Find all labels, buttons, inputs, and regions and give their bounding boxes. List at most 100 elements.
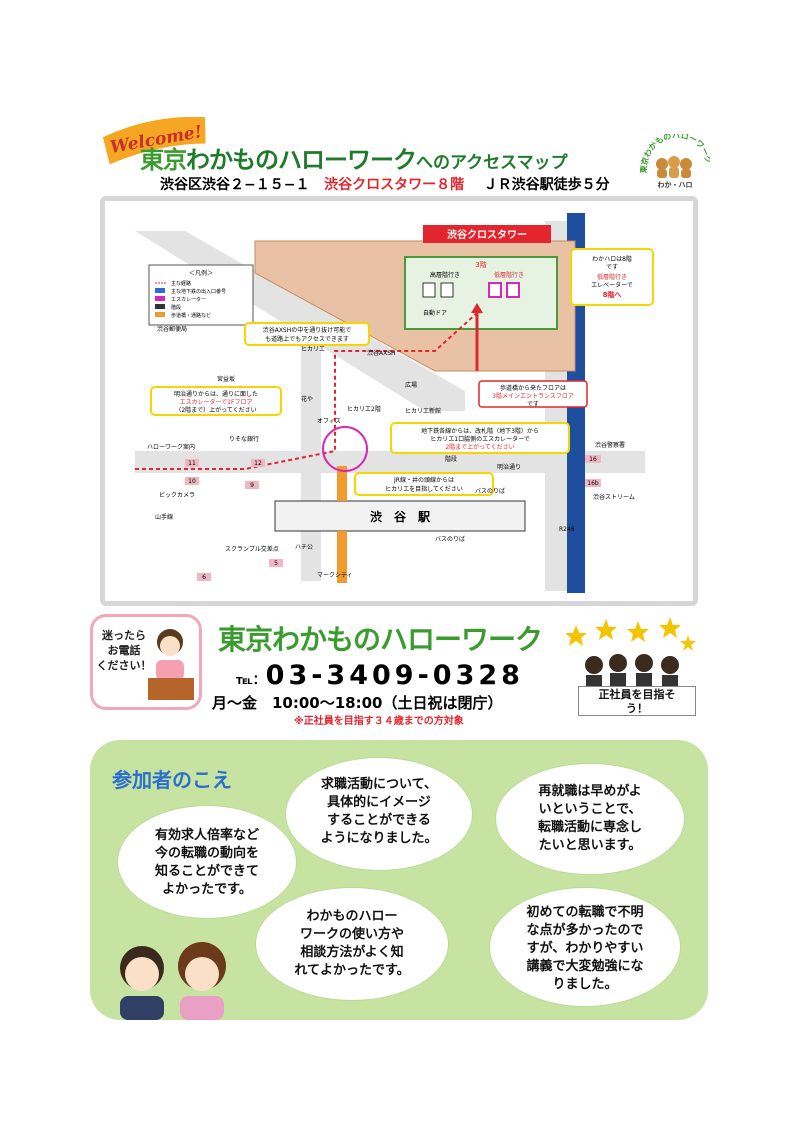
hikarie-escalator-marker bbox=[322, 426, 368, 472]
svg-text:明治通り: 明治通り bbox=[497, 463, 521, 471]
voice-bubble-1 bbox=[118, 806, 296, 918]
svg-text:ヒカリエ1口脇側のエスカレーターで: ヒカリエ1口脇側のエスカレーターで bbox=[430, 435, 529, 443]
svg-text:R246: R246 bbox=[559, 526, 575, 533]
callout-jr: JR線・井の頭線からは ヒカリエを目指してください bbox=[354, 472, 494, 496]
svg-text:16b: 16b bbox=[587, 480, 599, 487]
svg-text:12: 12 bbox=[254, 460, 262, 467]
svg-text:りそな銀行: りそな銀行 bbox=[229, 435, 259, 443]
callout-tower: わかハロは8階 です 低層階行き エレベーターで 8階へ bbox=[570, 248, 654, 306]
elevator-icons bbox=[422, 282, 520, 298]
man-icon bbox=[120, 946, 164, 1020]
svg-text:スクランブル交差点: スクランブル交差点 bbox=[225, 545, 279, 553]
tower-label-bg bbox=[423, 225, 551, 243]
svg-text:JR線・井の頭線からは: JR線・井の頭線からは bbox=[393, 476, 454, 484]
stars-icon bbox=[566, 617, 696, 651]
callout-axsh: 渋谷AXSHの中を通り抜け可能で も道路上でもアクセスできます bbox=[244, 322, 370, 346]
address: 渋谷区渋谷２−１５−１ bbox=[160, 177, 310, 193]
office-hours: 月〜金 10:00〜18:00（土日祝は閉庁） bbox=[212, 694, 503, 712]
contact-title: 東京わかものハローワーク bbox=[218, 623, 543, 656]
callout-walkway: 歩道橋から来たフロアは 3階メインエントランスフロア です bbox=[478, 380, 588, 408]
svg-text:宮益坂: 宮益坂 bbox=[217, 375, 235, 383]
svg-text:地下鉄各線からは、改札階（地下3階）から: 地下鉄各線からは、改札階（地下3階）から bbox=[421, 427, 539, 435]
staff-illustration bbox=[148, 629, 194, 700]
shibuya-station bbox=[274, 500, 526, 532]
station-label: 渋 谷 駅 bbox=[370, 509, 431, 524]
exit-markers: 11 12 10 9 16 16b 5 6 bbox=[185, 455, 601, 581]
tel-line: ℡：03-3409-0328 bbox=[236, 660, 524, 691]
tower-label: 渋谷クロスタワー bbox=[447, 228, 527, 241]
svg-text:エレベーターで: エレベーターで bbox=[591, 281, 633, 289]
svg-text:歩道橋・通路など: 歩道橋・通路など bbox=[171, 312, 211, 319]
svg-text:明治通りからは、通りに面した: 明治通りからは、通りに面した bbox=[174, 390, 258, 398]
page-title: 東京わかものハローワークへのアクセスマップ bbox=[140, 146, 568, 174]
voice-text-4: わかものハローワークの使い方や相談方法がよく知れてよかったです。 bbox=[294, 909, 410, 978]
svg-text:オフィス: オフィス bbox=[317, 418, 341, 425]
eligibility-note: ※正社員を目指す３４歳までの方対象 bbox=[294, 716, 464, 727]
legend-title: ＜凡例＞ bbox=[189, 269, 213, 277]
participants-illustration bbox=[120, 942, 226, 1020]
svg-text:わかハロは8階: わかハロは8階 bbox=[592, 255, 632, 263]
svg-text:8階へ: 8階へ bbox=[603, 290, 622, 299]
svg-text:ハローワーク案内: ハローワーク案内 bbox=[147, 443, 195, 451]
svg-text:階段: 階段 bbox=[171, 304, 181, 311]
brand-logo: 東京わかものハローワーク わか・ハロ bbox=[640, 134, 710, 189]
phone-number[interactable]: 03-3409-0328 bbox=[265, 660, 524, 691]
station-walk: ＪＲ渋谷駅徒歩５分 bbox=[483, 177, 610, 193]
svg-text:歩道橋から来たフロアは: 歩道橋から来たフロアは bbox=[500, 384, 566, 392]
svg-text:渋谷AXSHの中を通り抜け可能で: 渋谷AXSHの中を通り抜け可能で bbox=[263, 326, 352, 334]
svg-text:ハチ公: ハチ公 bbox=[295, 544, 313, 551]
voice-text-1: 有効求人倍率など今の転職の動向を知ることができてよかったです。 bbox=[154, 828, 259, 897]
voice-text-2: 求職活動について、具体的にイメージすることができるようになりました。 bbox=[320, 777, 438, 846]
voice-bubble-4 bbox=[256, 888, 448, 1000]
svg-text:エスカレーター: エスカレーター bbox=[171, 296, 206, 303]
svg-text:階段: 階段 bbox=[445, 455, 457, 463]
woman-icon bbox=[178, 942, 226, 1020]
svg-text:（2階まで）上がってください: （2階まで）上がってください bbox=[175, 406, 256, 414]
svg-text:低層階行き: 低層階行き bbox=[597, 273, 627, 281]
svg-text:も道路上でもアクセスできます: も道路上でもアクセスできます bbox=[265, 335, 349, 343]
svg-text:バスのりば: バスのりば bbox=[475, 487, 505, 495]
svg-text:ヒカリエ2階: ヒカリエ2階 bbox=[347, 405, 381, 413]
svg-text:わか・ハロ: わか・ハロ bbox=[658, 181, 693, 189]
svg-text:ビックカメラ: ビックカメラ bbox=[159, 491, 195, 499]
voice-bubble-5 bbox=[490, 888, 680, 1006]
access-map: 渋谷クロスタワー 3階 高層階行き 低層階行き 自動ドア 渋 谷 駅 ＜凡例＞ … bbox=[105, 201, 693, 601]
svg-text:主な地下鉄の出入口番号: 主な地下鉄の出入口番号 bbox=[171, 288, 226, 295]
address-line: 渋谷区渋谷２−１５−１ 渋谷クロスタワー８階 ＪＲ渋谷駅徒歩５分 bbox=[160, 174, 610, 194]
tel-label: ℡： bbox=[236, 673, 266, 688]
svg-text:3階メインエントランスフロア: 3階メインエントランスフロア bbox=[492, 392, 574, 400]
svg-text:花や: 花や bbox=[301, 395, 313, 403]
welcome-banner: Welcome! bbox=[102, 116, 206, 165]
building-floor: 渋谷クロスタワー８階 bbox=[324, 177, 465, 193]
voice-text-3: 再就職は早めがよいということで、転職活動に専念したいと思います。 bbox=[537, 784, 642, 853]
call-us-text: 迷ったら お電話 ください！ bbox=[96, 629, 152, 672]
svg-text:ヒカリエを目指してください: ヒカリエを目指してください bbox=[385, 485, 463, 493]
station-exit-arrow bbox=[337, 531, 347, 583]
svg-text:広場: 広場 bbox=[405, 381, 417, 389]
svg-text:です: です bbox=[527, 401, 539, 408]
svg-text:ヒカリエ: ヒカリエ bbox=[301, 346, 325, 353]
svg-text:山手線: 山手線 bbox=[155, 513, 173, 521]
svg-text:9: 9 bbox=[250, 482, 254, 489]
svg-text:11: 11 bbox=[188, 460, 196, 467]
svg-text:ヒカリエ新館: ヒカリエ新館 bbox=[405, 407, 441, 415]
svg-text:エスカレーターで1Fフロア: エスカレーターで1Fフロア bbox=[180, 398, 253, 406]
voices-title: 参加者のこえ bbox=[112, 768, 232, 792]
svg-text:16: 16 bbox=[589, 456, 597, 463]
svg-text:2階まで上がってください: 2階まで上がってください bbox=[445, 443, 514, 451]
svg-text:です: です bbox=[606, 264, 618, 271]
svg-text:バスのりば: バスのりば bbox=[435, 535, 465, 543]
cheer-sign: 正社員を目指そ う！ bbox=[578, 686, 696, 716]
voice-text-5: 初めての転職で不明な点が多かったのですが、わかりやすい講義で大変勉強になりました… bbox=[526, 905, 644, 992]
callout-meiji: 明治通りからは、通りに面した エスカレーターで1Fフロア （2階まで）上がってく… bbox=[150, 386, 282, 416]
voice-bubble-3 bbox=[496, 764, 684, 874]
callout-subway: 地下鉄各線からは、改札階（地下3階）から ヒカリエ1口脇側のエスカレーターで 2… bbox=[390, 422, 570, 454]
svg-text:渋谷ストリーム: 渋谷ストリーム bbox=[593, 493, 635, 501]
voice-bubble-2 bbox=[286, 758, 472, 870]
main-route bbox=[135, 312, 478, 470]
dog-mascots-icon bbox=[656, 156, 692, 178]
svg-text:5: 5 bbox=[274, 560, 278, 567]
svg-text:10: 10 bbox=[188, 478, 196, 485]
svg-text:6: 6 bbox=[202, 574, 206, 581]
svg-text:渋谷AXSH: 渋谷AXSH bbox=[367, 349, 396, 357]
